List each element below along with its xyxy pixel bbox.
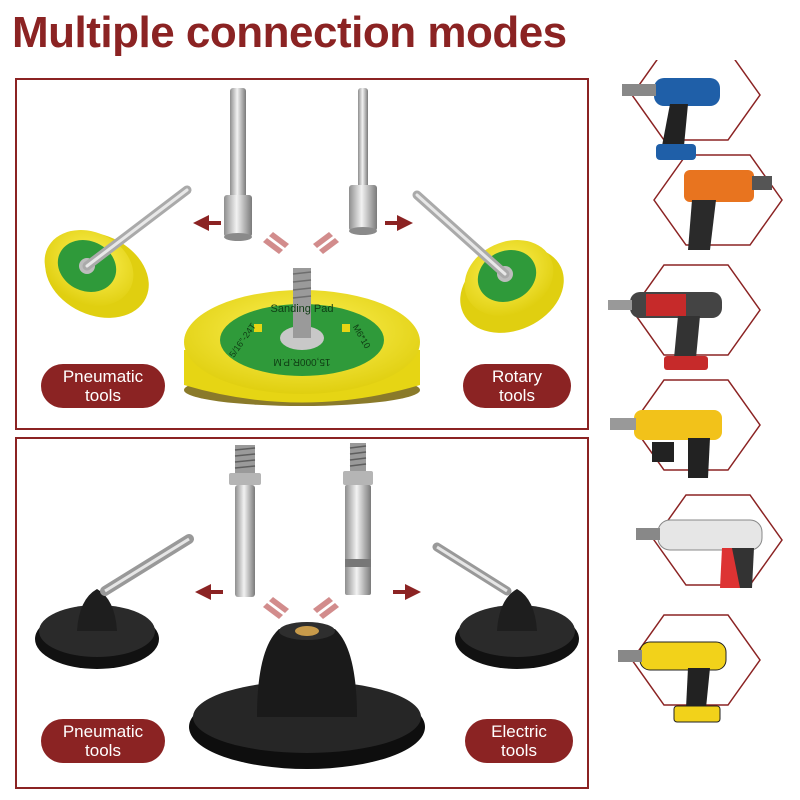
- shaft-left-top: [224, 88, 252, 241]
- sanding-pad-left: [44, 185, 192, 318]
- roloc-pad-right: [432, 542, 579, 669]
- label-pneumatic-tools-bottom: Pneumatic tools: [41, 719, 165, 763]
- shaft-left-bottom: [229, 445, 261, 597]
- arrows-bottom: [195, 584, 421, 600]
- roloc-pad-center: [189, 622, 425, 769]
- shaft-right-bottom: [343, 443, 373, 595]
- bottom-panel: Pneumatic tools Electric tools: [15, 437, 589, 789]
- page-title: Multiple connection modes: [12, 8, 567, 57]
- arrows-top: [193, 215, 413, 231]
- roloc-pad-left: [35, 534, 194, 669]
- impact-wrench-icon: [622, 78, 720, 160]
- tool-hexagon-column: [592, 60, 800, 800]
- pneumatic-impact-icon: [684, 170, 772, 250]
- bottom-panel-illustration: [35, 443, 579, 769]
- sanding-pad-right: [412, 190, 564, 333]
- sanding-pad-center: Sanding Pad 5/16"-24T M6*10 15,000R.P.M: [184, 268, 420, 406]
- label-pneumatic-tools-top: Pneumatic tools: [41, 364, 165, 408]
- cordless-drill-yellow-icon: [618, 641, 727, 723]
- label-electric-tools: Electric tools: [465, 719, 573, 763]
- shaft-right-top: [349, 88, 377, 235]
- cordless-drill-red-icon: [608, 292, 722, 370]
- top-panel: Sanding Pad 5/16"-24T M6*10 15,000R.P.M …: [15, 78, 589, 430]
- pad-text-bottom: 15,000R.P.M: [273, 356, 330, 367]
- chevrons-bottom: [263, 597, 339, 619]
- hexagon-outlines: [631, 60, 783, 706]
- hammer-drill-yellow-icon: [610, 410, 722, 478]
- chevrons-top: [263, 232, 339, 254]
- label-rotary-tools: Rotary tools: [463, 364, 571, 408]
- pad-text-center: Sanding Pad: [271, 303, 334, 315]
- electric-drill-white-icon: [636, 519, 763, 588]
- top-panel-illustration: Sanding Pad 5/16"-24T M6*10 15,000R.P.M: [44, 88, 564, 406]
